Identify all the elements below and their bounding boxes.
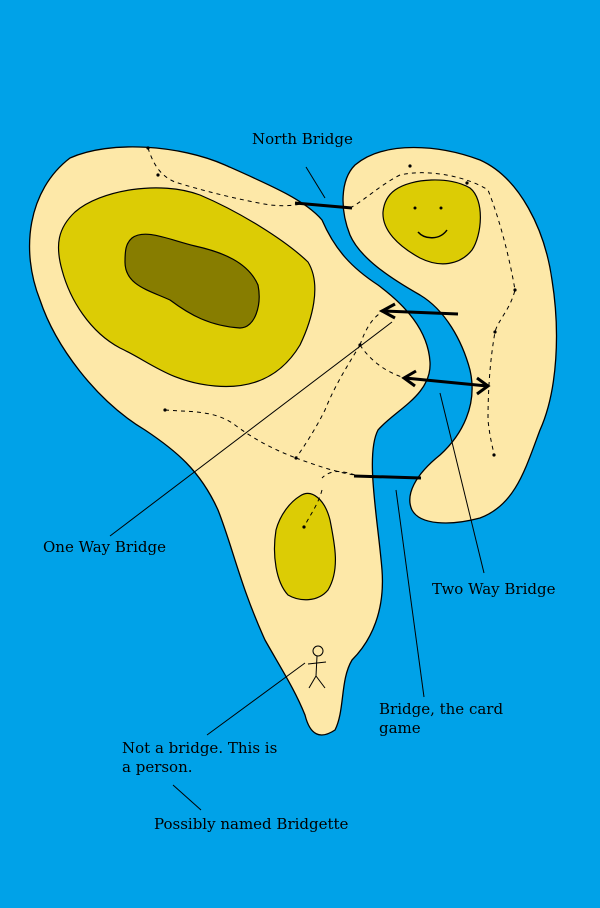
one-way-bridge	[378, 302, 459, 320]
grass-area-south	[273, 492, 337, 601]
grass-area-smiley	[382, 179, 481, 265]
one-way-bridge-label: One Way Bridge	[43, 538, 166, 556]
stick-person	[307, 645, 327, 689]
person-note-label: Not a bridge. This is a person.	[122, 739, 278, 776]
two-way-bridge-label: Two Way Bridge	[432, 580, 556, 598]
smiley-eye-left	[413, 206, 417, 210]
smiley-mouth	[417, 229, 448, 239]
north-bridge-label: North Bridge	[252, 130, 353, 148]
north-bridge	[294, 201, 353, 210]
person-name-label: Possibly named Bridgette	[154, 815, 349, 833]
leader-lines	[109, 166, 485, 811]
south-bridge	[353, 474, 422, 480]
smiley-eye-right	[439, 206, 443, 210]
dark-hill	[124, 233, 260, 329]
trail-markers	[146, 146, 517, 529]
two-way-bridge	[401, 369, 491, 396]
card-game-label: Bridge, the card game	[379, 700, 504, 737]
trails	[147, 147, 516, 528]
